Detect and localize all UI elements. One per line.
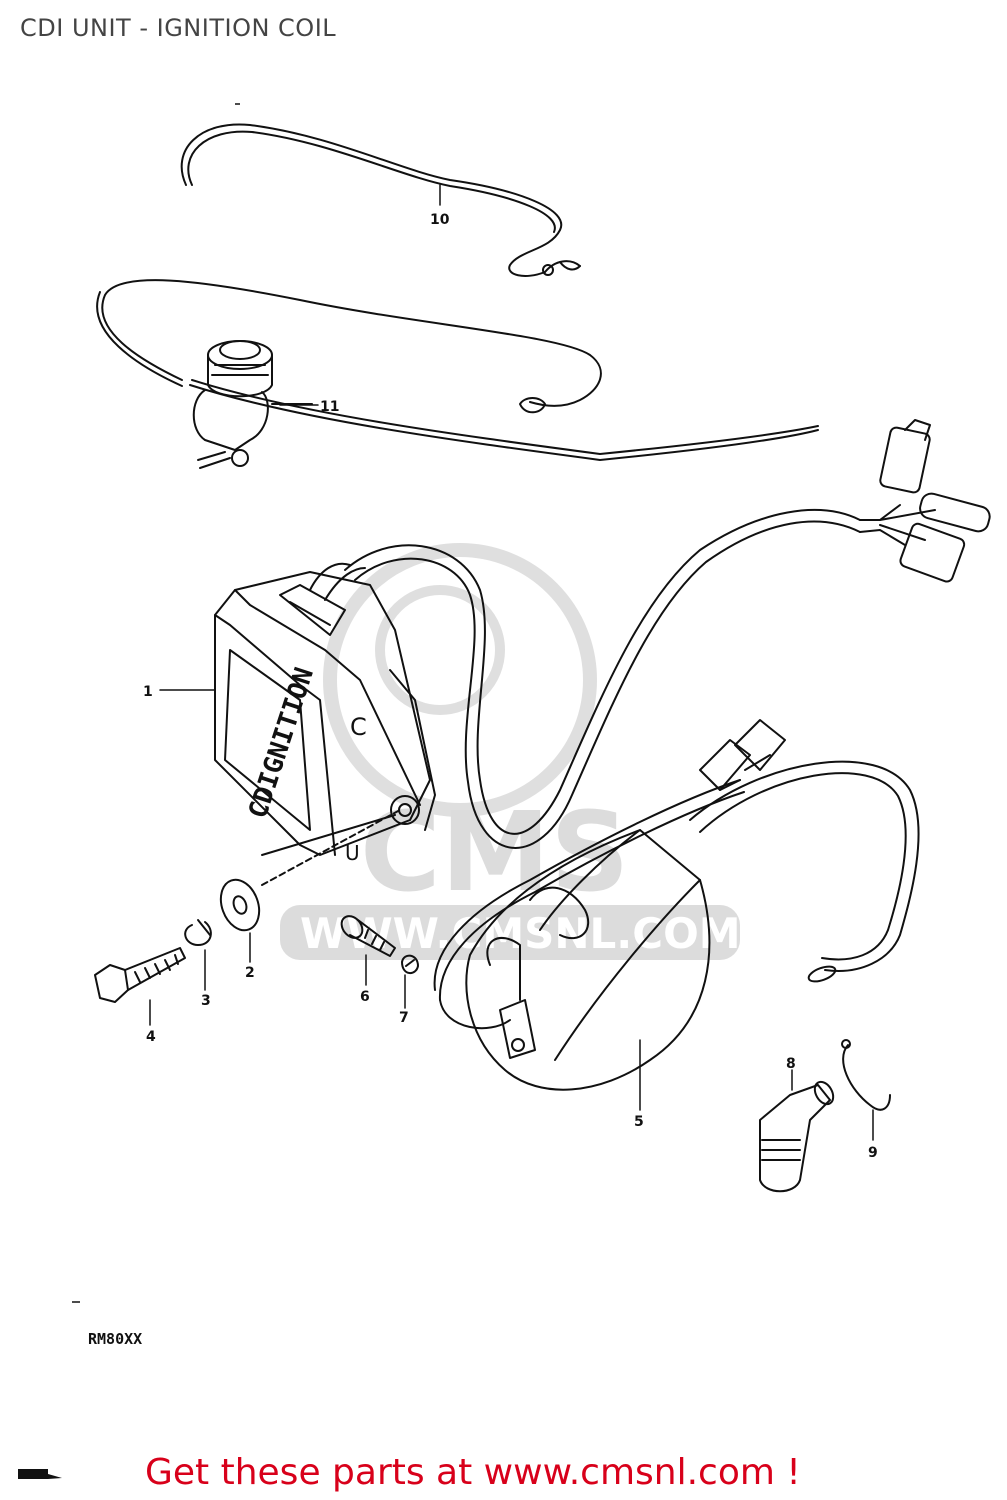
- cdi-letter-u: U: [345, 841, 360, 865]
- cdi-letter-c: C: [350, 713, 367, 741]
- lock-washer-part-3[interactable]: [184, 919, 212, 946]
- callout-7: 7: [399, 1010, 409, 1026]
- plug-cap-part-8[interactable]: [759, 1079, 837, 1193]
- callout-4: 4: [146, 1029, 156, 1045]
- callout-5: 5: [634, 1114, 644, 1130]
- callout-2: 2: [245, 965, 255, 981]
- washer-part-2[interactable]: [214, 809, 401, 936]
- kill-switch-part-11[interactable]: [96, 279, 819, 469]
- page-title: CDI UNIT - IGNITION COIL: [20, 14, 337, 42]
- leader-lines: [149, 184, 874, 1141]
- ignition-coil-part-5[interactable]: [433, 719, 920, 1091]
- watermark: CMS WWW.CMSNL.COM: [280, 543, 741, 960]
- callout-3: 3: [201, 993, 211, 1009]
- ground-wire-part-10[interactable]: [180, 123, 581, 277]
- callout-8: 8: [786, 1056, 796, 1072]
- cdi-harness[interactable]: [344, 419, 992, 849]
- model-code: RM80XX: [88, 1330, 143, 1348]
- promo-link[interactable]: Get these parts at www.cmsnl.com !: [145, 1452, 801, 1493]
- clip-part-9[interactable]: [841, 1039, 891, 1111]
- brand-logo: [18, 1469, 62, 1479]
- cdi-unit-part-1[interactable]: [214, 562, 436, 856]
- screw-part-6[interactable]: [337, 912, 396, 957]
- small-washer-part-7[interactable]: [401, 954, 419, 974]
- bolt-part-4[interactable]: [94, 947, 186, 1003]
- watermark-brand: CMS: [360, 788, 629, 916]
- callout-11: 11: [320, 399, 339, 415]
- callout-10: 10: [430, 212, 450, 228]
- callout-6: 6: [360, 989, 370, 1005]
- callout-1: 1: [143, 684, 153, 700]
- callout-9: 9: [868, 1145, 878, 1161]
